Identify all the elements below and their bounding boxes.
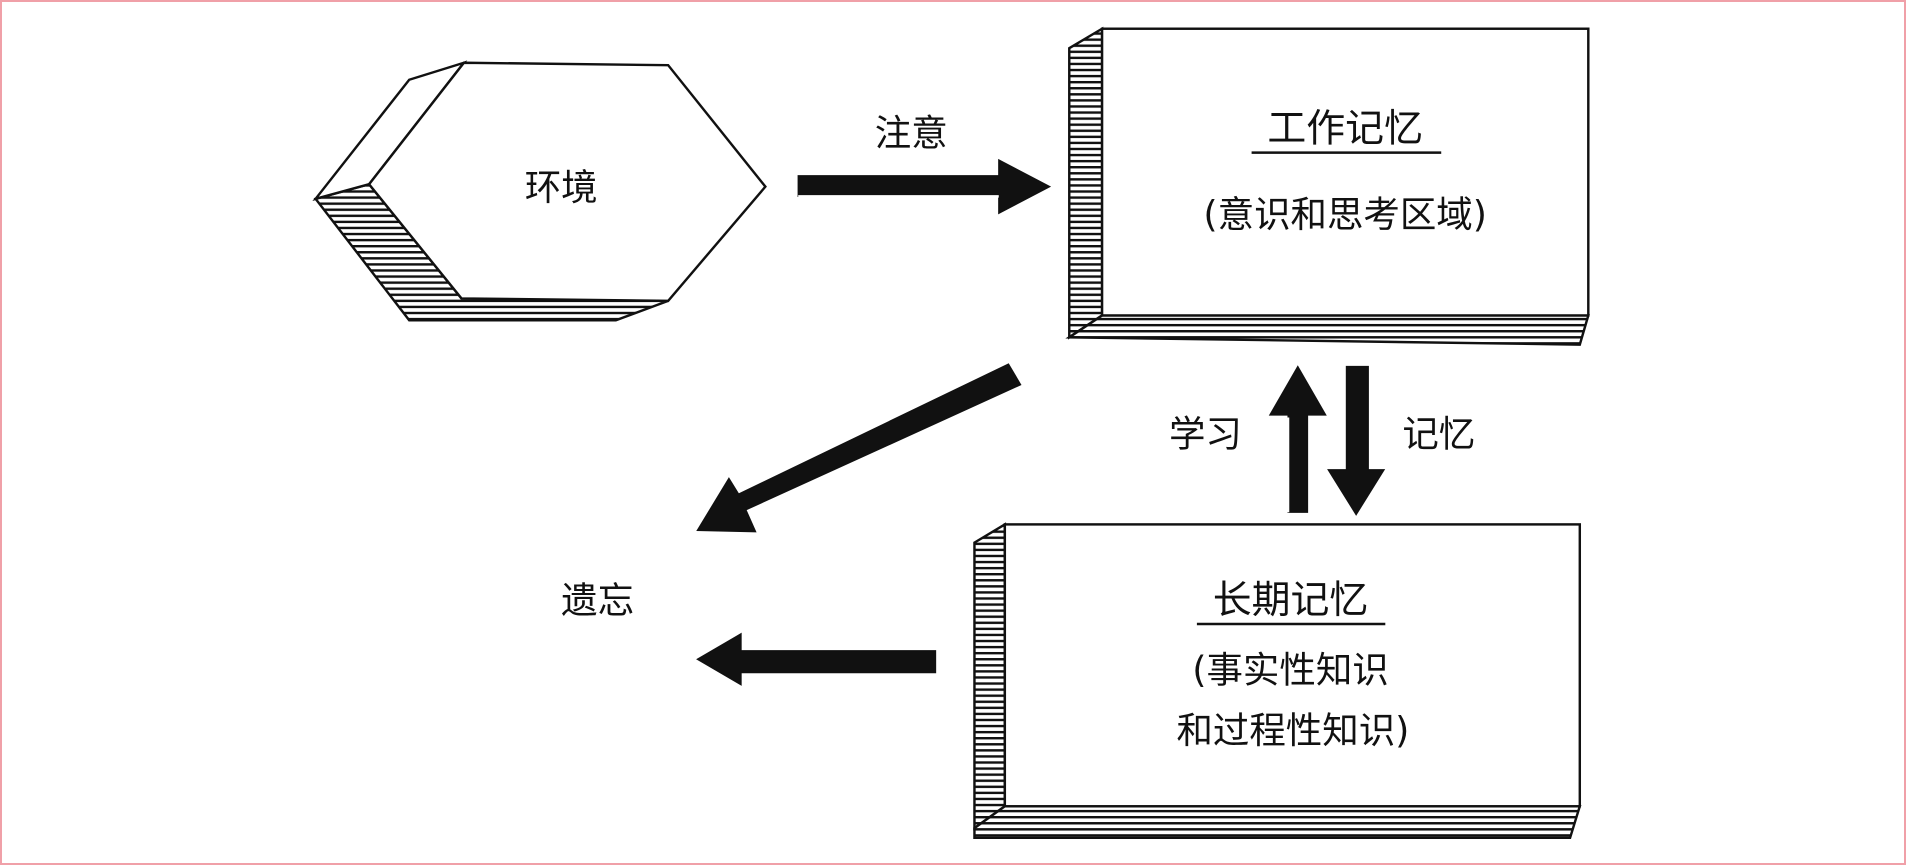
working-memory-subtitle: (意识和思考区域) (1203, 193, 1487, 236)
attention-label: 注意 (875, 111, 948, 154)
long-term-memory-node: 长期记忆 (事实性知识 和过程性知识) (973, 522, 1582, 840)
learning-label: 学习 (1169, 413, 1242, 456)
working-memory-node: 工作记忆 (意识和思考区域) (1065, 26, 1590, 346)
forgetting-arrow-diagonal (696, 363, 1022, 533)
long-term-memory-subtitle-line1: (事实性知识 (1192, 648, 1388, 691)
forgetting-arrow-horizontal (696, 632, 937, 686)
long-term-memory-title: 长期记忆 (1213, 578, 1369, 623)
environment-node: 环境 (312, 60, 767, 322)
recall-arrow: 记忆 (1327, 365, 1475, 516)
learning-arrow: 学习 (1169, 365, 1327, 513)
environment-label: 环境 (525, 166, 598, 209)
recall-label: 记忆 (1402, 413, 1475, 456)
forgetting-label: 遗忘 (561, 579, 634, 622)
long-term-memory-subtitle-line2: 和过程性知识) (1176, 709, 1409, 752)
working-memory-title: 工作记忆 (1267, 107, 1423, 152)
attention-arrow: 注意 (797, 111, 1052, 215)
